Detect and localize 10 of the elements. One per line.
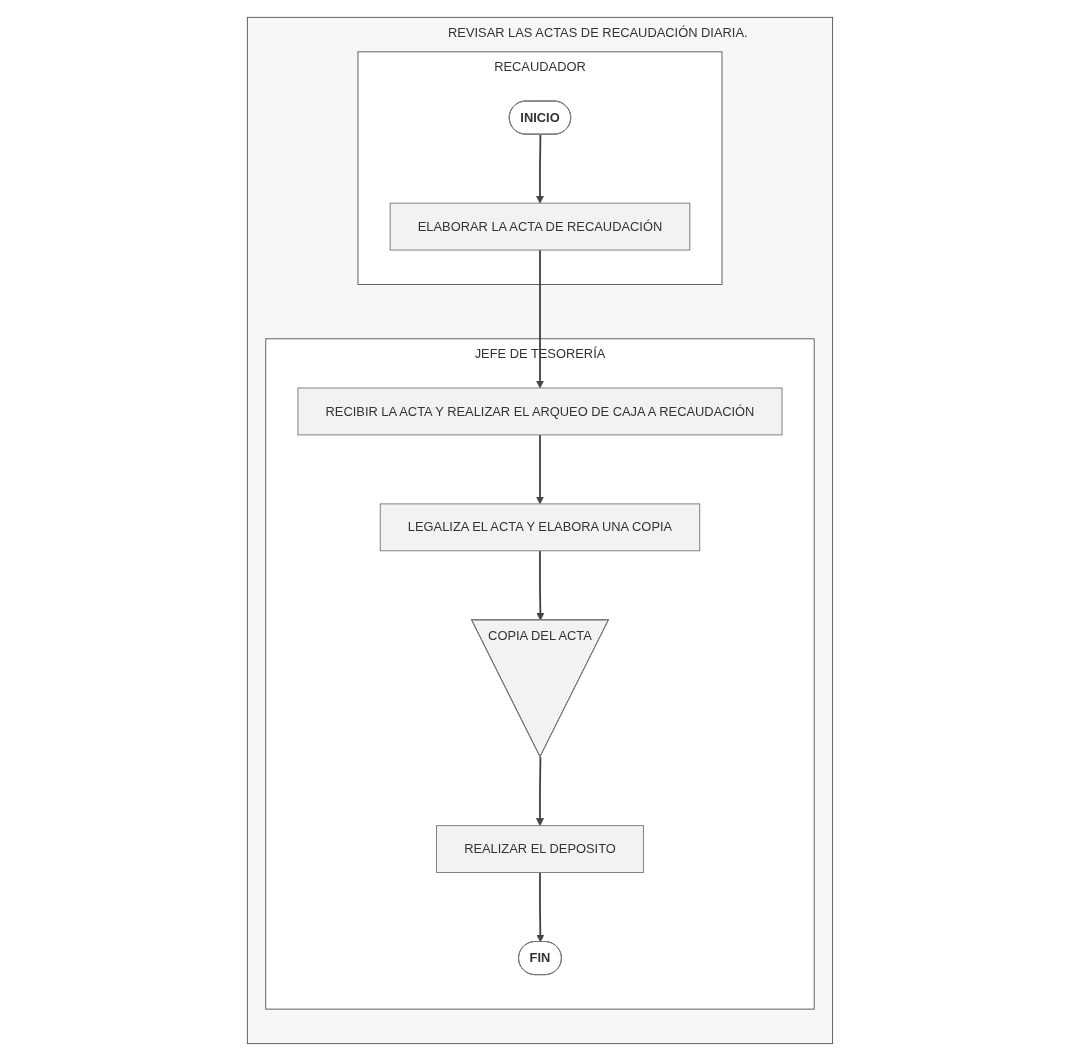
node-box: RECIBIR LA ACTA Y REALIZAR EL ARQUEO DE CAJA A RECAUDACIÓN (297, 387, 782, 436)
arrow (535, 133, 544, 204)
node-box: LEGALIZA EL ACTA Y ELABORA UNA COPIA (379, 503, 700, 552)
arrow (535, 249, 544, 389)
node-box: REALIZAR EL DEPOSITO (435, 825, 644, 873)
arrow (535, 756, 544, 826)
arrow (535, 434, 544, 505)
arrow (535, 549, 544, 621)
node-box: ELABORAR LA ACTA DE RECAUDACIÓN (389, 202, 690, 251)
arrow (535, 871, 544, 943)
